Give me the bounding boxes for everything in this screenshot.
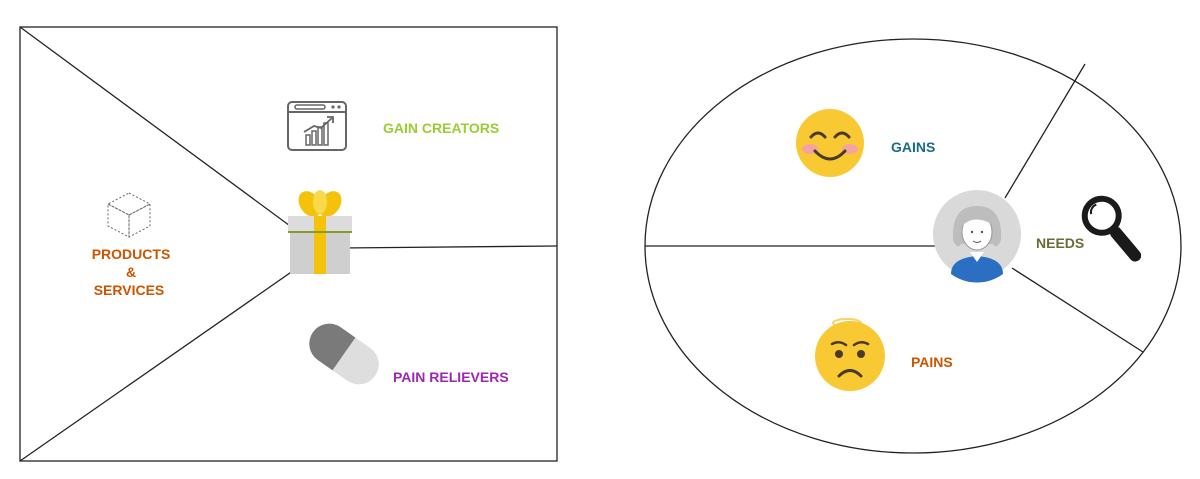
value-map-divider-top <box>19 26 321 249</box>
gains-label: GAINS <box>891 139 935 155</box>
value-map-divider-bottom <box>19 251 321 462</box>
value-map-divider-right <box>339 245 558 249</box>
gain-creators-label: GAIN CREATORS <box>383 120 499 136</box>
growth-chart-icon <box>287 101 347 151</box>
smiling-face-icon <box>796 109 864 177</box>
value-map-frame <box>19 26 558 462</box>
value-map: GAIN CREATORS PRODUCTS & SERVICES PAIN R… <box>19 26 558 462</box>
customer-avatar-icon <box>933 190 1021 283</box>
customer-profile-divider-top <box>1004 63 1086 199</box>
pain-relievers-label: PAIN RELIEVERS <box>393 369 509 385</box>
product-box-icon <box>106 192 152 238</box>
customer-profile: GAINS NEEDS PAINS <box>644 38 1182 454</box>
needs-label: NEEDS <box>1036 235 1084 251</box>
pains-label: PAINS <box>911 354 953 370</box>
customer-profile-divider-bottom <box>1011 267 1144 353</box>
pill-icon <box>309 323 379 385</box>
gift-icon <box>288 190 352 274</box>
products-label-line1: PRODUCTS <box>92 246 171 262</box>
worried-face-icon <box>815 318 885 391</box>
products-label-line2: & <box>126 264 136 280</box>
magnifier-icon <box>1081 195 1142 262</box>
products-label-line3: SERVICES <box>94 282 165 298</box>
